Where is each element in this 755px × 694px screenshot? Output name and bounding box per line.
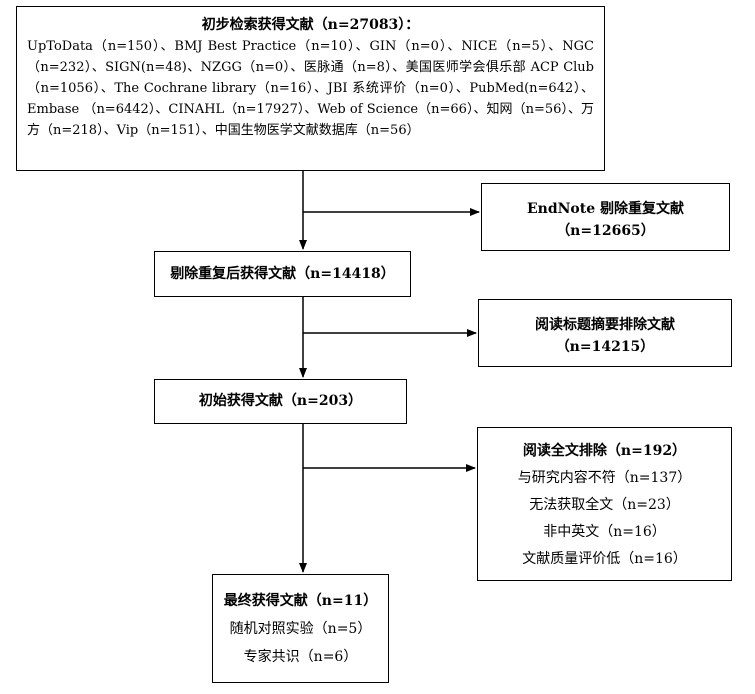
fulltext-exclude-box: 阅读全文排除（n=192） 与研究内容不符（n=137） 无法获取全文（n=23… bbox=[477, 427, 732, 581]
title-abstract-exclude-title: 阅读标题摘要排除文献 bbox=[535, 317, 675, 333]
endnote-dedup-count: （n=12665） bbox=[556, 223, 655, 239]
exclude-reason-item: 与研究内容不符（n=137） bbox=[517, 470, 692, 486]
endnote-dedup-box: EndNote 剔除重复文献 （n=12665） bbox=[481, 183, 730, 251]
after-dedup-title: 剔除重复后获得文献（n=14418） bbox=[170, 266, 395, 282]
exclude-reason-item: 无法获取全文（n=23） bbox=[529, 497, 680, 513]
initial-search-box: 初步检索获得文献（n=27083）： UpToData（n=150）、BMJ B… bbox=[16, 6, 605, 171]
exclude-reason-item: 非中英文（n=16） bbox=[543, 524, 666, 540]
title-abstract-exclude-count: （n=14215） bbox=[555, 339, 655, 355]
after-dedup-box: 剔除重复后获得文献（n=14418） bbox=[154, 251, 411, 297]
initial-obtained-box: 初始获得文献（n=203） bbox=[154, 379, 407, 424]
final-obtained-title: 最终获得文献（n=11） bbox=[223, 593, 378, 609]
title-abstract-exclude-box: 阅读标题摘要排除文献 （n=14215） bbox=[478, 299, 732, 367]
exclude-reason-item: 文献质量评价低（n=16） bbox=[522, 551, 687, 567]
final-obtained-box: 最终获得文献（n=11） 随机对照实验（n=5） 专家共识（n=6） bbox=[212, 574, 389, 683]
endnote-dedup-title: EndNote 剔除重复文献 bbox=[526, 201, 685, 217]
initial-search-title: 初步检索获得文献（n=27083）： bbox=[201, 17, 420, 33]
final-item: 专家共识（n=6） bbox=[243, 649, 358, 665]
fulltext-exclude-title: 阅读全文排除（n=192） bbox=[522, 443, 687, 459]
initial-obtained-title: 初始获得文献（n=203） bbox=[198, 393, 363, 409]
initial-search-sources: UpToData（n=150）、BMJ Best Practice（n=10）、… bbox=[27, 39, 594, 138]
final-item: 随机对照实验（n=5） bbox=[229, 621, 372, 637]
